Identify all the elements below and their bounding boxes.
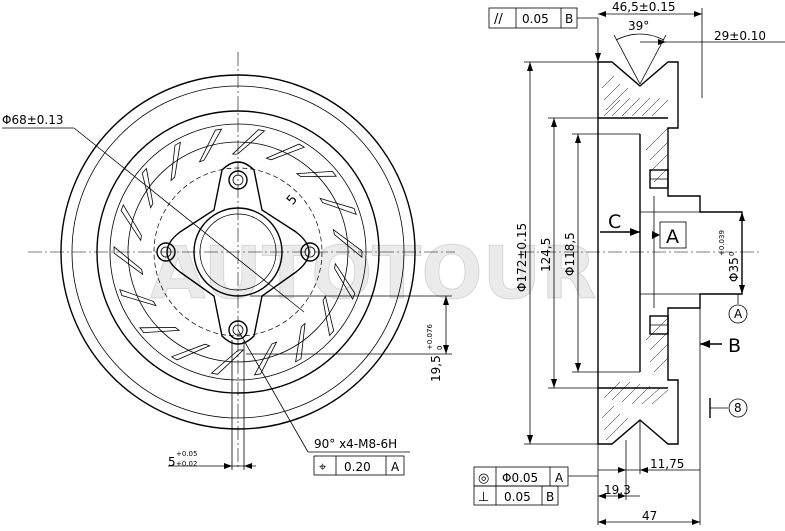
cooling-vane — [231, 129, 266, 155]
section-number-circle — [728, 398, 748, 418]
dim-124-label: 124,5 — [539, 238, 553, 272]
hole-spec-leader — [237, 329, 309, 453]
cooling-vane — [295, 170, 338, 178]
vane-circle — [127, 141, 349, 363]
cooling-vane — [253, 341, 278, 376]
parallel-tolerance-value: 0.05 — [522, 12, 549, 26]
dim-47-label: 47 — [642, 509, 657, 523]
bolt-hole-bottom-inner — [232, 324, 244, 336]
perpendicularity-tolerance-datum: B — [546, 490, 554, 504]
cooling-vane — [170, 141, 181, 182]
dim-193-label: 19,3 — [604, 483, 631, 497]
datum-b-label: B — [728, 335, 741, 357]
datum-a-circle-label: A — [734, 307, 743, 321]
position-symbol-icon: ⌖ — [319, 460, 327, 475]
cooling-vane — [141, 167, 154, 209]
section-number-label: 8 — [734, 401, 742, 415]
hole-spec-label: 90° x4-M8-6H — [314, 437, 397, 451]
datum-a-label: A — [666, 226, 679, 248]
cooling-vane — [265, 143, 306, 161]
cooling-vane — [113, 246, 144, 276]
cooling-vane — [295, 322, 306, 363]
side-view: // 0.05 B 46,5±0.15 39° 29±0.10 — [473, 0, 785, 525]
cooling-vane — [322, 295, 335, 337]
bolt-hole-bottom — [228, 320, 248, 340]
dim-1175-label: 11,75 — [650, 457, 684, 471]
bore-tol-upper: +0.039 — [718, 230, 726, 256]
position-tolerance-frame — [313, 455, 405, 476]
cooling-vane — [334, 262, 356, 301]
bore-tol-lower: 0 — [728, 252, 736, 256]
cooling-vane — [198, 128, 223, 163]
datum-a-circle — [728, 304, 748, 324]
bore-dim-leader — [73, 127, 305, 313]
parallel-symbol-icon: // — [494, 12, 503, 27]
circularity-tolerance-value: Φ0.05 — [502, 471, 538, 485]
outer-rim-circle — [60, 74, 416, 430]
perpendicularity-tolerance-frame — [473, 485, 559, 506]
parallel-tolerance-datum: B — [565, 12, 573, 26]
center-bore-inner-circle — [199, 213, 277, 291]
offset-tol-upper: +0.076 — [426, 324, 434, 350]
bolt-hole-right-inner — [304, 246, 316, 258]
top-width-label: 46,5±0.15 — [612, 0, 676, 14]
cooling-vane — [332, 228, 363, 258]
perpendicularity-tolerance-value: 0.05 — [504, 490, 531, 504]
cooling-vane — [120, 203, 142, 242]
section-hatching — [601, 75, 669, 441]
bottom-main-label: 5 — [168, 455, 176, 469]
bolt-hole-top-inner — [232, 174, 244, 186]
bore-main-label: Φ35 — [727, 257, 741, 282]
bolt-hole-left-inner — [160, 246, 172, 258]
angle-arc — [615, 33, 665, 41]
cooling-vanes — [113, 128, 363, 376]
offset-main-label: 19,5 — [429, 355, 443, 382]
circularity-symbol-icon: ◎ — [478, 471, 489, 486]
position-tolerance-value: 0.20 — [344, 460, 371, 474]
outer-rim-inner-circle — [71, 85, 405, 419]
view-c-label: C — [608, 211, 621, 233]
cooling-vane — [319, 197, 357, 216]
inner-dia-label: Φ118,5 — [563, 232, 577, 276]
ring-inner-circle — [109, 123, 367, 381]
center-bore-circle — [193, 207, 283, 297]
watermark-text: AUTOTOUR — [150, 231, 597, 315]
bolt-hole-right — [300, 242, 320, 262]
bolt-hole-top — [228, 170, 248, 190]
cooling-vane — [210, 349, 245, 375]
bolt-hole-left — [156, 242, 176, 262]
position-tolerance-datum: A — [391, 460, 400, 474]
offset-tol-lower: 0 — [436, 346, 444, 350]
bolt-circle — [153, 167, 323, 337]
outer-dia-label: Φ172±0.15 — [515, 223, 529, 292]
friction-ring-circle — [96, 110, 380, 394]
cooling-vane — [119, 288, 157, 307]
cooling-vane — [170, 343, 211, 361]
circularity-tolerance-datum: A — [555, 471, 564, 485]
right-width-label: 29±0.10 — [714, 29, 766, 43]
depth-label: 5 — [284, 192, 301, 208]
bore-diameter-label: Φ68±0.13 — [2, 113, 64, 127]
perpendicularity-symbol-icon: ⊥ — [478, 490, 489, 505]
bottom-tol-upper: +0.05 — [176, 450, 197, 458]
angle-label: 39° — [628, 19, 649, 33]
front-view: Φ68±0.13 5 90° x4-M8-6H ⌖ 0.20 A 19,5 +0… — [2, 52, 455, 476]
bottom-tol-lower: +0.02 — [176, 460, 197, 468]
cooling-vane — [138, 326, 181, 334]
